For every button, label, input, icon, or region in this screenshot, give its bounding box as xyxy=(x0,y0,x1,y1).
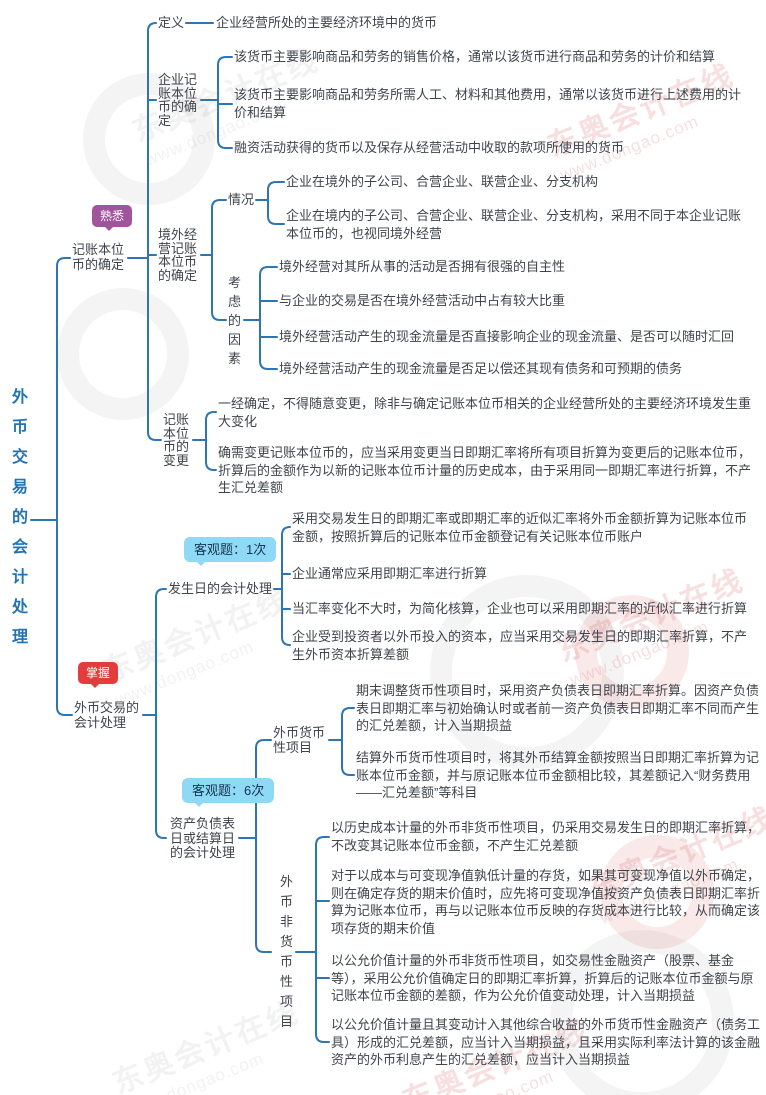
leaf-factor-item: 境外经营活动产生的现金流量是否直接影响企业的现金流量、是否可以随时汇回 xyxy=(279,329,735,344)
leaf-factor-item: 境外经营对其所从事的活动是否拥有很强的自主性 xyxy=(279,259,566,274)
leaf-situation-item: 企业在境外的子公司、合营企业、联营企业、分支机构 xyxy=(286,174,599,189)
leaf-nonmonetary-item: 对于以成本与可变现净值孰低计量的存货，如果其可变现净值以外币确定，则在确定存货的… xyxy=(331,868,761,936)
root-node: 外币交易的会计处理 xyxy=(11,389,28,646)
node-monetary-items: 外币货币性项目 xyxy=(273,725,326,755)
node-currency-change: 记账本位币的变更 xyxy=(163,412,190,468)
node-definition: 定义 xyxy=(158,15,185,30)
leaf-factor-item: 与企业的交易是否在境外经营活动中占有较大比重 xyxy=(279,293,566,308)
leaf-nonmonetary-item: 以公允价值计量的外币非货币性项目，如交易性金融资产（股票、基金等），采用公允价值… xyxy=(331,953,754,1003)
leaf-transaction-date-item: 当汇率变化不大时，为简化核算，企业也可以采用即期汇率的近似汇率进行折算 xyxy=(292,601,748,616)
node-balance-sheet-date: 资产负债表日或结算日的会计处理 xyxy=(170,816,236,860)
objective-question-badge: 客观题：1次 xyxy=(184,537,277,566)
leaf-transaction-date-item: 企业受到投资者以外币投入的资本，应当采用交易发生日的即期汇率折算，不产生外币资本… xyxy=(292,629,748,662)
objective-question-badge: 客观题：6次 xyxy=(182,778,275,807)
leaf-monetary-item: 期末调整货币性项目时，采用资产负债表日即期汇率折算。因资产负债表日即期汇率与初始… xyxy=(356,683,760,733)
leaf-enterprise-item: 融资活动获得的货币以及保存从经营活动中收取的款项所使用的货币 xyxy=(234,140,625,155)
leaf-situation-item: 企业在境内的子公司、合营企业、联营企业、分支机构，采用不同于本企业记账本位币的，… xyxy=(286,208,742,241)
leaf-enterprise-item: 该货币主要影响商品和劳务的销售价格，通常以该货币进行商品和劳务的计价和结算 xyxy=(234,49,716,64)
leaf-definition-text: 企业经营所处的主要经济环境中的货币 xyxy=(216,15,438,30)
leaf-nonmonetary-item: 以历史成本计量的外币非货币性项目，仍采用交易发生日的即期汇率折算，不改变其记账本… xyxy=(331,820,761,853)
node-factors: 考虑的因素 xyxy=(228,275,242,366)
node-enterprise-currency: 企业记账本位币的确定 xyxy=(158,72,198,128)
mastery-badge: 掌握 xyxy=(78,662,119,688)
node-nonmonetary-items: 外币非货币性项目 xyxy=(280,874,294,1029)
branch-fx-accounting: 外币交易的会计处理 xyxy=(74,700,140,730)
familiarity-badge: 熟悉 xyxy=(92,205,133,231)
node-overseas-currency: 境外经营记账本位币的确定 xyxy=(158,227,198,283)
leaf-monetary-item: 结算外币货币性项目时，将其外币结算金额按照当日即期汇率折算为记账本位币金额，并与… xyxy=(356,750,760,800)
node-situations: 情况 xyxy=(228,192,255,207)
branch-standard-currency: 记账本位币的确定 xyxy=(72,242,125,272)
leaf-change-item: 确需变更记账本位币的，应当采用变更当日即期汇率将所有项目折算为变更后的记账本位币… xyxy=(218,445,752,495)
node-transaction-date: 发生日的会计处理 xyxy=(168,581,273,596)
leaf-factor-item: 境外经营活动产生的现金流量是否足以偿还其现有债务和可预期的债务 xyxy=(279,361,683,376)
leaf-transaction-date-item: 企业通常应采用即期汇率进行折算 xyxy=(292,566,488,581)
leaf-nonmonetary-item: 以公允价值计量且其变动计入其他综合收益的外币货币性金融资产（债务工具）形成的汇兑… xyxy=(331,1017,761,1067)
leaf-enterprise-item: 该货币主要影响商品和劳务所需人工、材料和其他费用，通常以该货币进行上述费用的计价… xyxy=(234,87,742,120)
leaf-change-item: 一经确定，不得随意变更，除非与确定记账本位币相关的企业经营所处的主要经济环境发生… xyxy=(218,396,752,429)
leaf-transaction-date-item: 采用交易发生日的即期汇率或即期汇率的近似汇率将外币金额折算为记账本位币金额，按照… xyxy=(292,511,748,544)
